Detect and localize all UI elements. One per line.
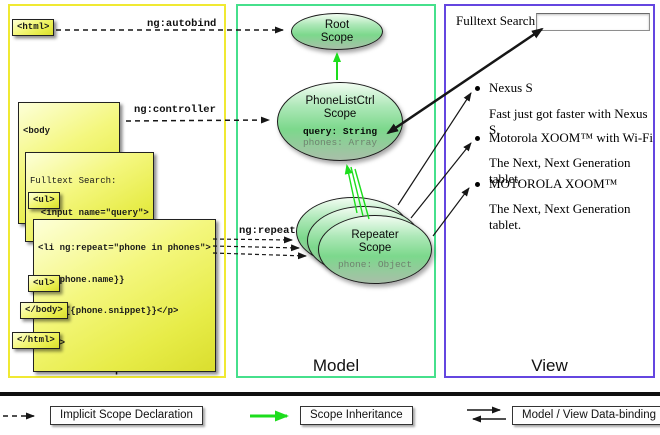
phone-snippet: The Next, Next Generation tablet. xyxy=(489,155,631,186)
scope-title: PhoneListCtrl xyxy=(305,94,375,107)
scope-title: Root xyxy=(324,18,350,31)
code-box-li-repeat: <li ng:repeat="phone in phones"> {{phone… xyxy=(33,219,216,372)
code-box-ul-open: <ul> xyxy=(28,192,60,209)
root-scope-ellipse: Root Scope xyxy=(291,13,383,50)
code-line: <li ng:repeat="phone in phones"> xyxy=(38,243,211,253)
code-line: </li> xyxy=(38,338,211,349)
code-line: <html> xyxy=(17,22,50,32)
code-line: <ul> xyxy=(33,195,55,205)
code-line: <input name="query"> xyxy=(30,207,149,218)
code-box-body-close: </body> xyxy=(20,302,68,319)
fulltext-search-label: Fulltext Search: xyxy=(456,13,539,28)
phonelistctrl-scope-ellipse: PhoneListCtrl Scope query: String phones… xyxy=(277,82,403,161)
phone-snippet: The Next, Next Generation tablet. xyxy=(489,201,631,232)
list-bullet xyxy=(475,136,480,141)
code-box-html-close: </html> xyxy=(12,332,60,349)
view-column-label: View xyxy=(531,356,568,375)
code-line: <ul> xyxy=(33,278,55,288)
model-column-label: Model xyxy=(312,356,360,375)
phone-name: Nexus S xyxy=(489,80,533,95)
legend-model-view-data-binding: Model / View Data-binding xyxy=(512,406,660,425)
code-line: </body> xyxy=(25,305,63,315)
scope-property: phone: Object xyxy=(337,259,413,270)
scope-property: query: String xyxy=(302,125,378,137)
code-line: </html> xyxy=(17,335,55,345)
scope-title: Scope xyxy=(358,242,392,254)
code-line: {{phone.name}} xyxy=(38,274,125,285)
legend-separator-line xyxy=(0,392,660,396)
code-line: Fulltext Search: xyxy=(30,176,117,186)
list-bullet xyxy=(475,182,480,187)
scope-title: Scope xyxy=(320,31,354,44)
code-box-ul-close: <ul> xyxy=(28,275,60,292)
scope-title: Repeater xyxy=(351,229,399,241)
fulltext-search-input[interactable] xyxy=(536,13,650,31)
code-line: <p>{{phone.snippet}}</p> xyxy=(38,306,179,316)
legend-implicit-scope-declaration: Implicit Scope Declaration xyxy=(50,406,203,425)
list-bullet xyxy=(475,86,480,91)
phone-name: Motorola XOOM™ with Wi-Fi xyxy=(489,130,654,145)
code-line: <body xyxy=(23,126,51,136)
legend-scope-inheritance: Scope Inheritance xyxy=(300,406,413,425)
model-panel xyxy=(236,4,436,378)
ng-autobind-label: ng:autobind xyxy=(147,18,217,30)
scope-title: Scope xyxy=(323,107,357,120)
ng-controller-label: ng:controller xyxy=(134,104,216,116)
phone-name: MOTOROLA XOOM™ xyxy=(489,176,618,191)
repeater-scope-ellipse-front: Repeater Scope phone: Object xyxy=(318,215,432,284)
scope-property: phones: Array xyxy=(302,137,378,148)
code-box-html-open: <html> xyxy=(12,19,55,36)
ng-repeat-label: ng:repeat xyxy=(239,225,296,237)
